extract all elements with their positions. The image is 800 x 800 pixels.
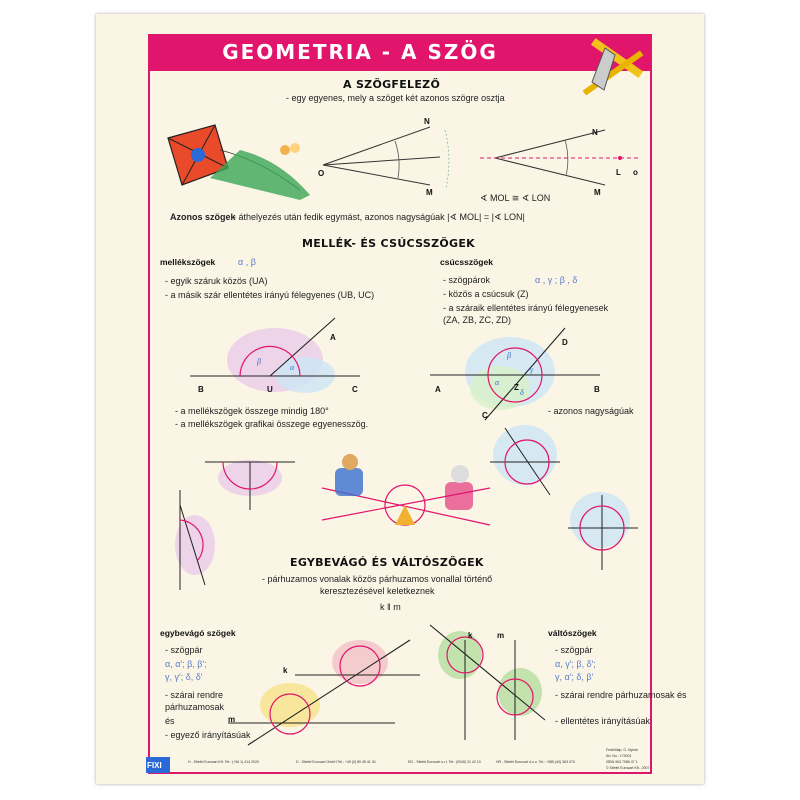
supplementary-note: - a mellékszögek grafikai összege egyene… xyxy=(175,419,369,429)
svg-text:A: A xyxy=(330,333,336,342)
section3-description: keresztezésével keletkeznek xyxy=(320,586,435,596)
footer-contact: H - Stiefel Eurocart Kft. Tel.: (+36 1) … xyxy=(188,760,259,764)
corresponding-alternate-heading: EGYBEVÁGÓ ÉS VÁLTÓSZÖGEK xyxy=(290,556,484,569)
svg-text:A: A xyxy=(435,385,441,394)
bisector-diagram: O N M xyxy=(318,117,450,197)
vertical-item: (ZA, ZB, ZC, ZD) xyxy=(443,315,511,325)
parallel-notation: k ‖ m xyxy=(380,602,401,612)
vertical-item: - szögpárok xyxy=(443,275,491,285)
alternate-subheading: váltószögek xyxy=(548,628,597,638)
svg-text:N: N xyxy=(592,128,598,137)
vertical-item: - közös a csúcsuk (Z) xyxy=(443,289,529,299)
corresponding-item: párhuzamosak xyxy=(165,702,225,712)
alternate-angles-diagram: k m xyxy=(429,624,546,740)
svg-text:β: β xyxy=(256,357,261,366)
vertical-greek: α , γ ; β , δ xyxy=(535,275,578,285)
svg-text:o: o xyxy=(633,168,638,177)
svg-text:B: B xyxy=(198,385,204,394)
corresponding-item: és xyxy=(165,716,175,726)
footer-contact: RO - Stiefel Eurocart s.r.l. Tel.: (0040… xyxy=(408,760,481,764)
geometry-tools-icon xyxy=(582,38,644,96)
svg-text:α: α xyxy=(290,363,295,372)
footer-credit: Art. No.: 170001 xyxy=(606,754,632,758)
svg-text:M: M xyxy=(426,188,433,197)
svg-text:δ: δ xyxy=(520,388,524,397)
corresponding-angles-diagram: k m xyxy=(228,639,420,746)
svg-text:m: m xyxy=(497,631,504,640)
footer-contact: D - Stiefel Eurocart GmbH Tel.: +49 (0) … xyxy=(296,760,376,764)
vertical-angles-diagram: A B Z D C β γ α δ xyxy=(430,327,600,421)
vertical-angles-subheading: csúcsszögek xyxy=(440,257,493,267)
fixi-brand: FIXI xyxy=(147,761,162,770)
identical-angles-label: Azonos szögek xyxy=(170,212,236,222)
vertical-item: - a száraik ellentétes irányú félegyenes… xyxy=(443,303,609,313)
perpendicular-circle-diagram xyxy=(568,492,638,570)
svg-text:C: C xyxy=(352,385,358,394)
alternate-greek: α, γ′; β, δ′; xyxy=(555,659,596,669)
title-bar xyxy=(150,35,652,71)
supplementary-angles-diagram: B U C A β α xyxy=(190,317,360,394)
svg-text:γ: γ xyxy=(530,365,534,374)
svg-text:α: α xyxy=(495,378,500,387)
corresponding-item: - szögpár xyxy=(165,645,203,655)
fixi-logo xyxy=(146,757,170,773)
angle-equality-formula: ∢ MOL ≅ ∢ LON xyxy=(480,193,551,203)
vertical-note: - azonos nagyságúak xyxy=(548,406,634,416)
alternate-item: - ellentétes irányításúak xyxy=(555,716,651,726)
svg-text:O: O xyxy=(318,169,324,178)
identical-angles-text: - áthelyezés után fedik egymást, azonos … xyxy=(233,212,525,222)
supplementary-greek: α , β xyxy=(238,257,256,267)
svg-text:k: k xyxy=(468,631,473,640)
svg-text:C: C xyxy=(482,411,488,420)
footer-credit: © Stiefel Eurocart Kft., 2007 xyxy=(606,766,650,770)
svg-text:N: N xyxy=(424,117,430,126)
svg-text:β: β xyxy=(506,351,511,360)
footer-credit: Fedélőlap: G. Nyírek xyxy=(606,748,639,752)
svg-text:Z: Z xyxy=(514,383,519,392)
supplementary-item: - a másik szár ellentétes irányú félegye… xyxy=(165,290,375,300)
corresponding-subheading: egybevágó szögek xyxy=(160,628,236,638)
page-title: GEOMETRIA - A SZÖG xyxy=(222,40,498,64)
corresponding-greek: γ, γ′; δ, δ′ xyxy=(165,672,203,682)
vertical-angles-circle-diagram xyxy=(490,425,560,496)
svg-text:D: D xyxy=(562,338,568,347)
section3-description: - párhuzamos vonalak közös párhuzamos vo… xyxy=(262,574,493,584)
svg-text:M: M xyxy=(594,188,601,197)
kite-illustration xyxy=(167,124,310,200)
alternate-greek: γ, α′; δ, β′ xyxy=(555,672,594,682)
svg-text:k: k xyxy=(283,666,288,675)
supplementary-note: - a mellékszögek összege mindig 180° xyxy=(175,406,329,416)
svg-text:m: m xyxy=(228,715,235,724)
supplementary-angles-subheading: mellékszögek xyxy=(160,257,216,267)
bisector-construction-diagram: N M L o xyxy=(480,128,640,197)
svg-text:U: U xyxy=(267,385,273,394)
alternate-item: - szárai rendre párhuzamosak és xyxy=(555,690,687,700)
supplementary-item: - egyik száruk közös (UA) xyxy=(165,276,268,286)
svg-text:B: B xyxy=(594,385,600,394)
straight-angle-diagram xyxy=(205,460,295,510)
corresponding-item: - szárai rendre xyxy=(165,690,224,700)
svg-text:L: L xyxy=(616,168,621,177)
right-angle-diagram xyxy=(175,490,215,590)
seesaw-cartoon xyxy=(321,454,491,526)
footer-contact: HR - Stiefel Eurocart d.o.o. Tel.: +385 … xyxy=(496,760,575,764)
supplementary-vertical-heading: MELLÉK- ÉS CSÚCSSZÖGEK xyxy=(302,237,475,250)
bisector-description: - egy egyenes, mely a szöget két azonos … xyxy=(286,93,505,103)
corresponding-greek: α, α′; β, β′; xyxy=(165,659,207,669)
corresponding-item: - egyező irányításúak xyxy=(165,730,251,740)
bisector-heading: A SZÖGFELEZŐ xyxy=(343,78,441,91)
footer-credit: ISBN 963 7986 47 1 xyxy=(606,760,638,764)
alternate-item: - szögpár xyxy=(555,645,593,655)
